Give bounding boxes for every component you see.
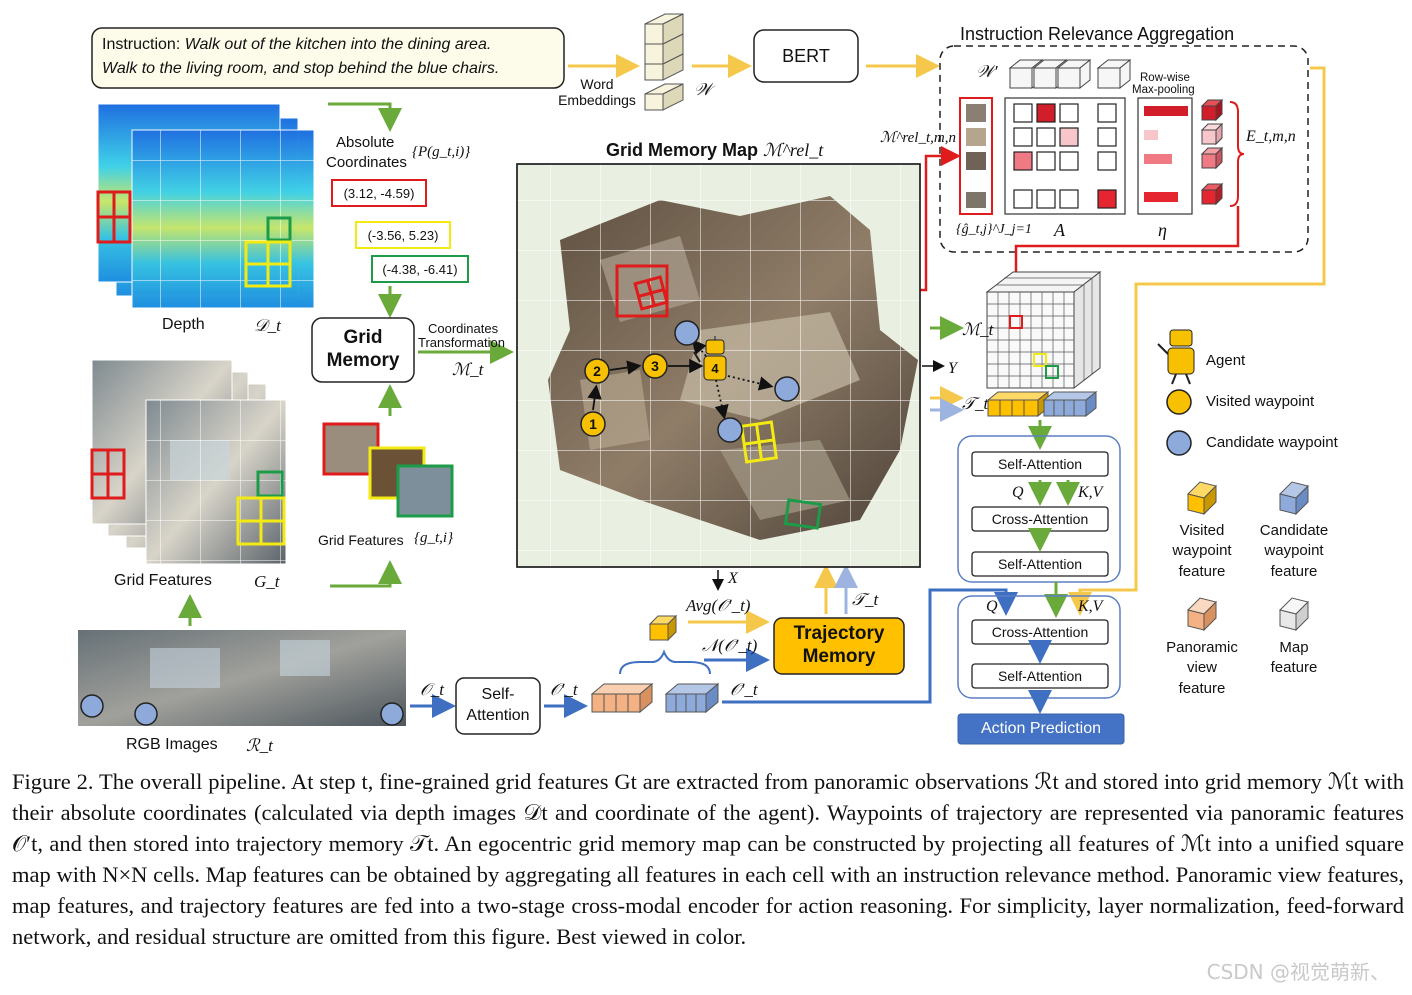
cross-attention-1: Cross-Attention bbox=[991, 511, 1089, 527]
ira-box bbox=[939, 45, 1309, 253]
waypoint-2-number: 2 bbox=[593, 363, 601, 379]
trajectory-memory-box bbox=[773, 617, 905, 675]
word-embedding-cubes bbox=[644, 13, 684, 111]
m-rel-t-symbol: ℳ^rel_t bbox=[763, 140, 824, 160]
max-pooling-label: Max-pooling bbox=[1132, 84, 1195, 96]
ira-title: Instruction Relevance Aggregation bbox=[960, 24, 1235, 44]
n-o-symbol: 𝒩(𝒪′_t) bbox=[702, 636, 758, 655]
coord-2: (-3.56, 5.23) bbox=[367, 227, 439, 243]
self-attention-box bbox=[455, 677, 541, 735]
action-prediction-label: Action Prediction bbox=[980, 720, 1102, 737]
action-prediction-box bbox=[957, 713, 1125, 745]
e-tmn-symbol: E_t,m,n bbox=[1246, 128, 1296, 145]
figure-caption: Figure 2. The overall pipeline. At step … bbox=[12, 769, 1404, 949]
avg-symbol: Avg(𝒪′_t) bbox=[686, 596, 751, 615]
kv-label-2: K,V bbox=[1078, 598, 1103, 615]
self-attention-2: Self-Attention bbox=[997, 556, 1083, 572]
m-t-symbol-arrow: ℳ_t bbox=[452, 360, 484, 379]
instruction-text-1: Instruction: Walk out of the kitchen int… bbox=[102, 36, 491, 54]
grid-memory-label: Grid Memory bbox=[326, 327, 400, 371]
cross-attention-2: Cross-Attention bbox=[991, 624, 1089, 640]
x-axis-label: X bbox=[728, 570, 738, 587]
watermark: CSDN @视觉萌新、 bbox=[1206, 960, 1390, 984]
grid-features-label: Grid Features bbox=[114, 572, 212, 589]
grid-memory-map-label: Grid Memory Map bbox=[606, 140, 759, 160]
rgb-panorama bbox=[78, 630, 406, 726]
o-prime-symbol-1: 𝒪′_t bbox=[550, 680, 578, 699]
row-wise-label: Row-wise bbox=[1140, 72, 1190, 84]
bert-label: BERT bbox=[782, 45, 830, 66]
coord-3: (-4.38, -6.41) bbox=[382, 261, 458, 277]
bert-box bbox=[753, 29, 859, 83]
encoder-stage-1 bbox=[957, 435, 1121, 583]
coord-transform-label-1: Coordinates bbox=[428, 321, 499, 336]
grid-features-small-label: Grid Features bbox=[318, 532, 404, 548]
legend-map-feature-label: Map feature bbox=[1270, 639, 1318, 677]
instruction-box bbox=[91, 27, 565, 89]
depth-label: Depth bbox=[162, 316, 205, 333]
legend-candidate-label: Candidate waypoint bbox=[1206, 434, 1338, 451]
o-t-symbol: 𝒪_t bbox=[420, 680, 444, 699]
pipeline-figure: Instruction: Walk out of the kitchen int… bbox=[78, 13, 1338, 755]
waypoint-4-number: 4 bbox=[711, 360, 719, 376]
rgb-images-label: RGB Images bbox=[126, 736, 218, 753]
kv-label-1: K,V bbox=[1078, 484, 1103, 501]
legend-panoramic-feature-label: Panoramic view feature bbox=[1166, 639, 1238, 697]
legend-agent-label: Agent bbox=[1206, 352, 1246, 369]
eta-symbol: η bbox=[1158, 220, 1167, 240]
m-rel-tmn-symbol: ℳ^rel_t,m,n bbox=[880, 130, 956, 146]
map-agent-graphic bbox=[693, 336, 727, 381]
legend-agent-graphic bbox=[1157, 329, 1195, 385]
a-symbol: A bbox=[1054, 220, 1065, 240]
depth-symbol: 𝒟_t bbox=[254, 316, 281, 335]
r-t-symbol: ℛ_t bbox=[246, 736, 273, 755]
legend-candidate-feature-label: Candidate waypoint feature bbox=[1259, 522, 1329, 580]
word-embeddings-label: Word Embeddings bbox=[558, 76, 636, 109]
coord-1: (3.12, -4.59) bbox=[343, 185, 415, 201]
self-attention-1: Self-Attention bbox=[997, 456, 1083, 472]
absolute-label: Absolute bbox=[336, 134, 395, 151]
w-prime-symbol: 𝒲′ bbox=[976, 62, 998, 81]
q-label-2: Q bbox=[986, 598, 998, 615]
q-label-1: Q bbox=[1012, 484, 1024, 501]
instruction-line-2: Walk to the living room, and stop behind… bbox=[102, 60, 500, 77]
grid-memory-map-title: Grid Memory Map ℳ^rel_t bbox=[606, 140, 823, 161]
w-symbol: 𝒲 bbox=[694, 80, 712, 99]
memory-cube bbox=[985, 270, 1102, 390]
depth-stack bbox=[96, 103, 315, 309]
self-attention-3: Self-Attention bbox=[997, 668, 1083, 684]
g-hat-symbol: {ĝ_t,j}^J_j=1 bbox=[956, 222, 1032, 237]
p-g-symbol: {P(g_t,i)} bbox=[412, 144, 471, 160]
instruction-line-1: Walk out of the kitchen into the dining … bbox=[184, 36, 492, 53]
instruction-prefix: Instruction: bbox=[102, 36, 181, 53]
grid-memory-box bbox=[311, 317, 415, 383]
g-t-symbol: G_t bbox=[254, 572, 280, 591]
legend-visited-label: Visited waypoint bbox=[1206, 393, 1315, 410]
pipeline-diagram-graphics bbox=[78, 13, 1326, 745]
m-t-symbol-cube: ℳ_t bbox=[962, 320, 994, 339]
t-t-symbol-arrow: 𝒯_t bbox=[852, 590, 879, 609]
coord-transform-label-2: Transformation bbox=[418, 335, 505, 350]
t-t-symbol-cube: 𝒯_t bbox=[962, 394, 989, 413]
y-axis-label: Y bbox=[948, 360, 957, 377]
w-prime-cubes bbox=[1008, 58, 1132, 90]
self-attention-box-label: Self- Attention bbox=[466, 686, 530, 724]
o-prime-symbol-2: 𝒪′_t bbox=[730, 680, 758, 699]
waypoint-3-number: 3 bbox=[651, 358, 659, 374]
g-set-symbol: {g_t,i} bbox=[414, 530, 454, 546]
trajectory-memory-label: Trajectory Memory bbox=[793, 623, 885, 667]
waypoint-1-number: 1 bbox=[589, 416, 597, 432]
legend-visited-feature-label: Visited waypoint feature bbox=[1172, 522, 1232, 580]
coordinates-label: Coordinates bbox=[326, 154, 407, 171]
rgb-stack bbox=[90, 359, 287, 565]
